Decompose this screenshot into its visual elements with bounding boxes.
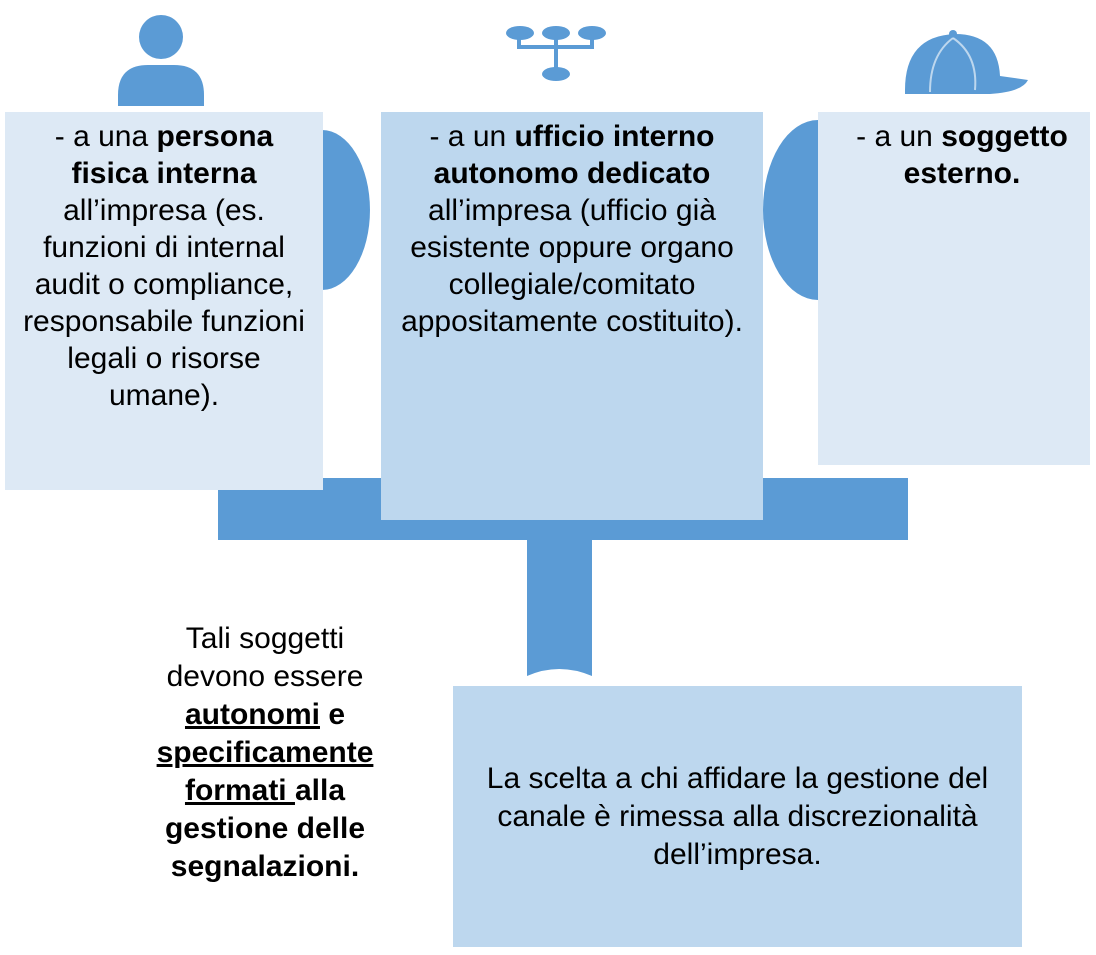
center-box-rest: all’impresa (ufficio già esistente oppur… bbox=[401, 194, 743, 338]
note-specificamente-formati: specificamente formati bbox=[156, 736, 374, 807]
bottom-box-text: La scelta a chi affidare la gestione del… bbox=[486, 761, 989, 871]
left-box-bold: persona fisica interna bbox=[71, 120, 274, 190]
right-box-bold: soggetto esterno. bbox=[903, 120, 1068, 190]
person-icon bbox=[118, 15, 204, 106]
bottom-conclusion-box: La scelta a chi affidare la gestione del… bbox=[453, 686, 1022, 947]
vertical-connector-stem bbox=[527, 530, 592, 676]
left-box-rest: all’impresa (es. funzioni di internal au… bbox=[23, 194, 305, 412]
left-option-box: - a una persona fisica interna all’impre… bbox=[5, 112, 323, 490]
center-box-prefix: - a un bbox=[429, 120, 515, 153]
left-box-prefix: - a una bbox=[54, 120, 157, 153]
center-option-box: - a un ufficio interno autonomo dedicato… bbox=[381, 112, 763, 520]
right-half-disc bbox=[763, 120, 818, 300]
right-option-box: - a un soggetto esterno. bbox=[818, 112, 1090, 465]
center-box-bold: ufficio interno autonomo dedicato bbox=[433, 120, 715, 190]
note-tail: alla gestione delle segnalazioni. bbox=[164, 774, 366, 883]
note-e: e bbox=[319, 698, 346, 731]
right-box-prefix: - a un bbox=[856, 120, 942, 153]
left-half-disc bbox=[322, 130, 370, 290]
note-text: Tali soggetti devono essere autonomi e s… bbox=[140, 620, 390, 886]
note-line1: Tali soggetti devono essere bbox=[166, 622, 364, 693]
org-chart-icon bbox=[506, 26, 606, 81]
note-autonomi: autonomi bbox=[184, 698, 320, 731]
cap-icon bbox=[905, 30, 1028, 94]
